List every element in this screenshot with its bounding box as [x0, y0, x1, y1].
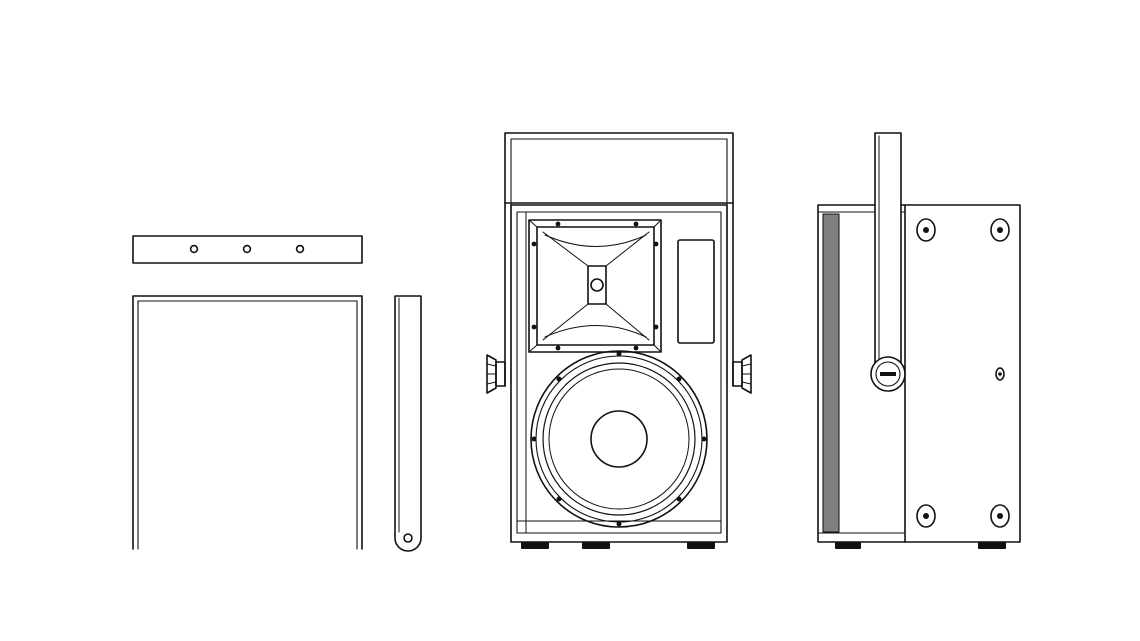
woofer-dustcap — [590, 410, 648, 468]
woofer-frame-inner — [535, 355, 703, 523]
speaker-front-view — [486, 132, 752, 549]
bracket-top-holes — [189, 244, 305, 254]
bracket-hole — [295, 244, 305, 254]
speaker-left-knob — [486, 354, 506, 394]
speaker-grille-frame — [516, 211, 722, 534]
speaker-horn — [528, 219, 662, 353]
horn-outer-frame — [528, 219, 662, 353]
bracket-side-hole — [403, 533, 413, 543]
bracket-hole — [189, 244, 199, 254]
speaker-yoke-inner — [510, 138, 728, 385]
bracket-side-view — [394, 295, 422, 552]
speaker-right-knob — [732, 354, 752, 394]
bracket-inner-edge — [137, 300, 358, 550]
woofer-cone — [548, 368, 690, 510]
horn-screws — [531, 221, 659, 351]
bracket-outer-edge — [132, 295, 363, 550]
speaker-side-view — [817, 132, 1021, 549]
bracket-top-view — [132, 235, 363, 264]
side-feet — [835, 542, 1006, 549]
speaker-front-feet — [521, 542, 715, 549]
side-grille — [822, 213, 840, 533]
woofer-frame-outer — [530, 350, 708, 528]
speaker-woofer — [530, 350, 708, 528]
speaker-cabinet — [510, 204, 728, 543]
horn-driver — [590, 278, 604, 292]
side-cabinet — [817, 204, 1021, 543]
bracket-front-view — [132, 295, 363, 550]
speaker-yoke-outer — [504, 132, 734, 387]
speaker-port — [677, 239, 715, 344]
bracket-hole — [242, 244, 252, 254]
horn-throat — [587, 265, 607, 305]
bracket-top-plate — [132, 235, 363, 264]
side-screws — [916, 218, 1010, 528]
horn-mouth — [536, 226, 655, 346]
bracket-side-arm — [394, 295, 422, 552]
woofer-screws — [531, 351, 707, 527]
woofer-surround — [542, 362, 696, 516]
